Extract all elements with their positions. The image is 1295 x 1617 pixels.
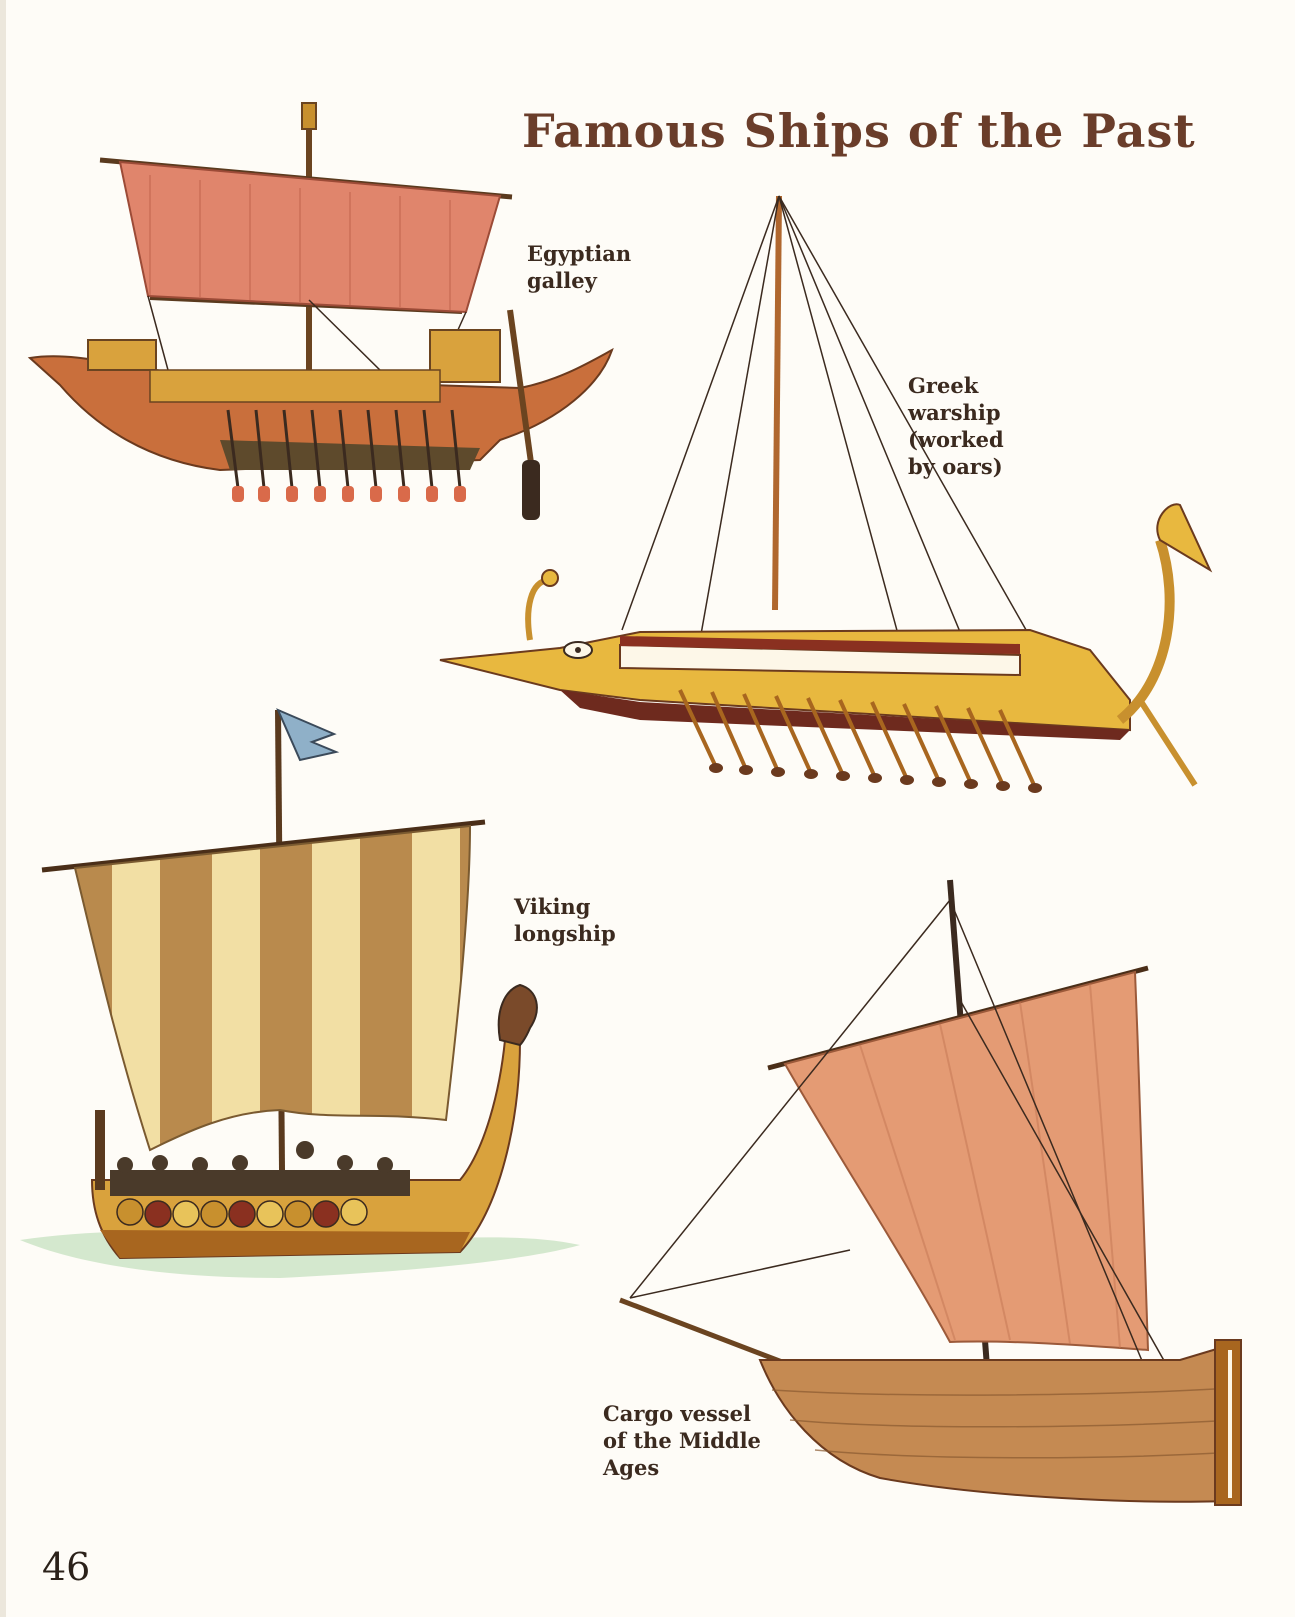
- page-number: 46: [42, 1545, 91, 1589]
- caption-line: Cargo vessel: [603, 1401, 751, 1426]
- caption-viking-longship: Viking longship: [514, 893, 616, 947]
- caption-line: by oars): [908, 454, 1003, 479]
- viking-longship-illustration: [20, 708, 580, 1278]
- caption-line: of the Middle: [603, 1428, 761, 1453]
- page-edge: [0, 0, 6, 1617]
- caption-line: (worked: [908, 427, 1004, 452]
- caption-line: Ages: [603, 1455, 660, 1480]
- caption-line: galley: [527, 268, 597, 293]
- caption-cargo-vessel: Cargo vessel of the Middle Ages: [603, 1400, 761, 1481]
- greek-warship-illustration: [439, 195, 1213, 793]
- caption-line: warship: [908, 400, 1001, 425]
- cargo-vessel-illustration: [619, 879, 1242, 1506]
- caption-line: longship: [514, 921, 616, 946]
- caption-egyptian-galley: Egyptian galley: [527, 240, 631, 294]
- caption-line: Viking: [514, 894, 591, 919]
- egyptian-galley-illustration: [27, 102, 614, 520]
- caption-line: Greek: [908, 373, 979, 398]
- caption-greek-warship: Greek warship (worked by oars): [908, 372, 1004, 480]
- page-title: Famous Ships of the Past: [522, 104, 1196, 158]
- caption-line: Egyptian: [527, 241, 632, 266]
